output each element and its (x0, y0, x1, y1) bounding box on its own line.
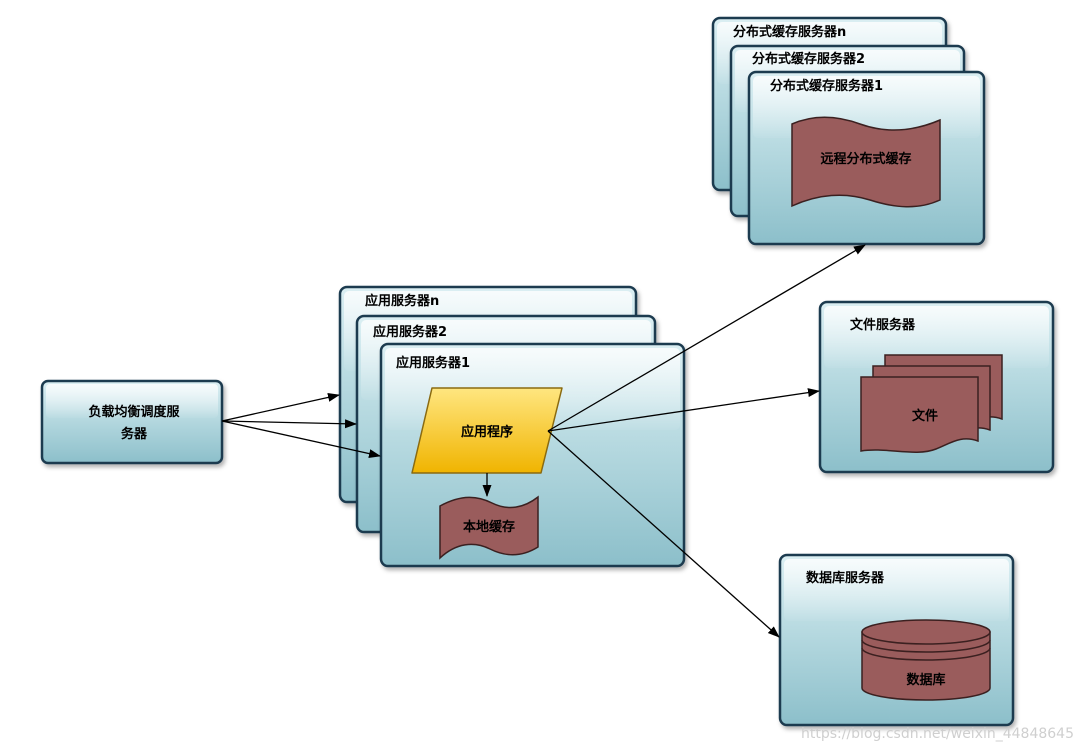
database-cylinder-body (861, 631, 991, 701)
arrow-lb-to-app-server-n (221, 392, 340, 422)
file-label: 文件 (912, 408, 938, 424)
database-server-title: 数据库服务器 (806, 570, 885, 586)
local-cache-node: 本地缓存 (439, 495, 539, 560)
load-balancer-node: 负载均衡调度服 务器 (40, 379, 224, 465)
file-documents-stack: 文件 (860, 354, 1003, 453)
database-cylinder-icon: 数据库 (861, 619, 991, 701)
remote-cache-shape (791, 116, 941, 208)
cache-server-1: 分布式缓存服务器1 远程分布式缓存 (747, 70, 986, 246)
app-server-n-title: 应用服务器n (365, 293, 439, 309)
database-cylinder-top (861, 619, 991, 645)
app-server-stack: 应用服务器n 应用服务器2 应用服务器1 应用程序 本地缓存 (338, 285, 686, 568)
app-server-1-title: 应用服务器1 (396, 355, 470, 371)
cache-server-1-title: 分布式缓存服务器1 (770, 78, 883, 94)
load-balancer-label-line-2: 务器 (121, 426, 148, 442)
local-cache-label: 本地缓存 (463, 519, 515, 535)
file-server: 文件服务器 文件 (818, 300, 1055, 474)
load-balancer-gloss (46, 384, 218, 418)
database-cylinder-ring-1 (861, 639, 991, 653)
remote-cache-label: 远程分布式缓存 (820, 151, 911, 167)
database-server-gloss (784, 559, 1009, 621)
app-program-label: 应用程序 (461, 424, 513, 440)
app-server-2-title: 应用服务器2 (373, 324, 447, 340)
local-cache-shape (439, 495, 539, 560)
arrow-program-to-cache-server (547, 244, 866, 432)
database-cylinder-ring-2 (861, 647, 991, 661)
arrow-program-to-file-server (547, 388, 820, 432)
cache-server-stack: 分布式缓存服务器n 分布式缓存服务器2 分布式缓存服务器1 远程分布式缓存 (711, 16, 986, 246)
remote-cache-node: 远程分布式缓存 (791, 116, 941, 208)
arrow-lb-to-app-server-2 (221, 419, 357, 429)
arrow-lb-to-app-server-1 (221, 420, 381, 459)
cache-server-2-title: 分布式缓存服务器2 (752, 51, 865, 67)
database-label: 数据库 (906, 672, 945, 688)
load-balancer-arrows (221, 392, 381, 459)
file-server-title: 文件服务器 (850, 317, 916, 333)
cache-server-n-title: 分布式缓存服务器n (733, 24, 846, 40)
app-program-parallelogram (411, 387, 563, 474)
app-program-node: 应用程序 (411, 387, 563, 474)
watermark: https://blog.csdn.net/weixin_44848645 (801, 726, 1074, 742)
database-server: 数据库服务器 数据库 (778, 553, 1015, 727)
file-document-front (860, 376, 979, 453)
load-balancer-label-line-1: 负载均衡调度服 (88, 404, 180, 420)
app-server-1: 应用服务器1 应用程序 本地缓存 (379, 342, 686, 568)
arrow-program-to-database-server (547, 430, 780, 638)
file-server-gloss (824, 306, 1049, 368)
app-program-arrows (547, 244, 866, 638)
